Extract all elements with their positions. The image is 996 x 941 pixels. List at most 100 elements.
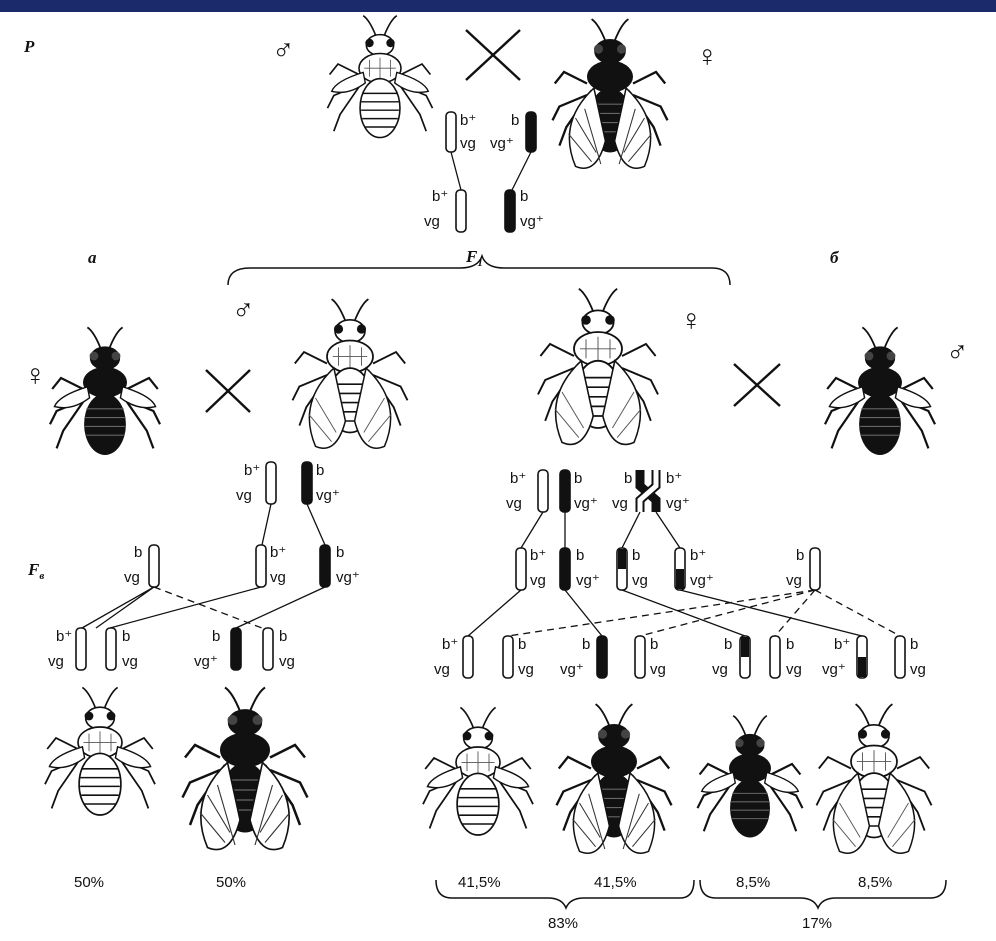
gene-label: vg — [910, 661, 926, 678]
female-symbol: ♀ — [680, 304, 703, 337]
chromosome-white — [770, 636, 780, 678]
gene-label: vg⁺ — [490, 135, 514, 152]
chromosome-white — [266, 462, 276, 504]
section-label-b: б — [830, 248, 840, 267]
parent-male-fly — [328, 16, 433, 138]
gene-label: vg — [612, 495, 628, 512]
chromosome-black — [597, 636, 607, 678]
gene-label: b — [134, 544, 142, 561]
gene-label: b⁺ — [432, 188, 448, 205]
gene-label: vg — [786, 661, 802, 678]
total-percent-label: 83% — [548, 915, 578, 932]
gene-label: vg — [270, 569, 286, 586]
cross-mark — [734, 364, 780, 406]
gene-label: b — [796, 547, 804, 564]
chromosome-black — [231, 628, 241, 670]
gene-label: b⁺ — [530, 547, 546, 564]
chromosome-white — [503, 636, 513, 678]
percent-label: 8,5% — [736, 874, 770, 891]
gene-label: b — [316, 462, 324, 479]
chromosome-white — [76, 628, 86, 670]
gene-label: b — [582, 636, 590, 653]
f1-brace — [228, 256, 730, 285]
percent-label: 41,5% — [594, 874, 637, 891]
chromosome-black — [505, 190, 515, 232]
gene-label: b⁺ — [56, 628, 72, 645]
gene-label: b⁺ — [510, 470, 526, 487]
gene-label: vg — [650, 661, 666, 678]
gene-label: b — [511, 112, 519, 129]
gene-label: b⁺ — [244, 462, 260, 479]
male-symbol: ♂ — [272, 34, 295, 67]
gene-label: b — [576, 547, 584, 564]
cross-mark — [206, 370, 250, 412]
male-symbol: ♂ — [946, 336, 969, 369]
chromosome-black — [560, 470, 570, 512]
gene-label: b — [336, 544, 344, 561]
gene-label: vg — [518, 661, 534, 678]
gene-label: b — [279, 628, 287, 645]
recombinant-chromosome — [740, 636, 750, 678]
gene-label: b⁺ — [442, 636, 458, 653]
offspring-fly-grey-vestigial — [423, 707, 533, 835]
gene-label: vg⁺ — [520, 213, 544, 230]
chromosome-white — [810, 548, 820, 590]
gene-label: b — [518, 636, 526, 653]
offspring-fly-grey-normal — [817, 704, 932, 853]
chromosome-white — [446, 112, 456, 152]
chromosome-white — [463, 636, 473, 678]
chromosome-white — [516, 548, 526, 590]
crossing-over — [640, 470, 656, 512]
gene-label: vg⁺ — [576, 572, 600, 589]
gene-label: vg — [632, 572, 648, 589]
chromosome-white — [263, 628, 273, 670]
gene-label: vg — [124, 569, 140, 586]
parent-female-fly — [553, 19, 668, 168]
chromosome-white — [256, 545, 266, 587]
gene-label: vg — [48, 653, 64, 670]
gene-label: vg⁺ — [690, 572, 714, 589]
chromosome-white — [106, 628, 116, 670]
gene-label: vg — [530, 572, 546, 589]
gene-label: b⁺ — [690, 547, 706, 564]
gene-label: vg⁺ — [316, 487, 340, 504]
gene-label: b⁺ — [834, 636, 850, 653]
gene-label: b — [724, 636, 732, 653]
gene-label: b — [122, 628, 130, 645]
recombinant-chromosome — [617, 548, 627, 590]
gene-label: vg⁺ — [574, 495, 598, 512]
f1-male-fly — [293, 299, 408, 448]
gene-label: b⁺ — [460, 112, 476, 129]
chromosome-black — [320, 545, 330, 587]
gene-label: vg — [786, 572, 802, 589]
total-percent-label: 17% — [802, 915, 832, 932]
gene-label: vg⁺ — [822, 661, 846, 678]
chromosome-black — [560, 548, 570, 590]
offspring-fly-black-vestigial — [698, 716, 803, 838]
gene-label: vg⁺ — [194, 653, 218, 670]
gene-label: b — [624, 470, 632, 487]
gene-label: b — [574, 470, 582, 487]
recombinant-chromosome — [675, 548, 685, 590]
gene-label: b — [910, 636, 918, 653]
recombinant-chromosome — [857, 636, 867, 678]
tester-male-fly — [825, 327, 935, 455]
percent-label: 8,5% — [858, 874, 892, 891]
gene-label: vg — [506, 495, 522, 512]
gene-label: vg⁺ — [336, 569, 360, 586]
chromosome-white — [538, 470, 548, 512]
percent-label: 41,5% — [458, 874, 501, 891]
gene-label: vg — [712, 661, 728, 678]
gene-label: b⁺ — [666, 470, 682, 487]
gene-label: b⁺ — [270, 544, 286, 561]
f1-female-fly — [538, 289, 658, 445]
tester-female-fly — [50, 327, 160, 455]
offspring-fly-black-normal — [557, 704, 672, 853]
chromosome-white — [895, 636, 905, 678]
section-label-a: а — [88, 248, 97, 267]
chromosome-white — [149, 545, 159, 587]
gene-label: b — [650, 636, 658, 653]
percent-label: 50% — [216, 874, 246, 891]
